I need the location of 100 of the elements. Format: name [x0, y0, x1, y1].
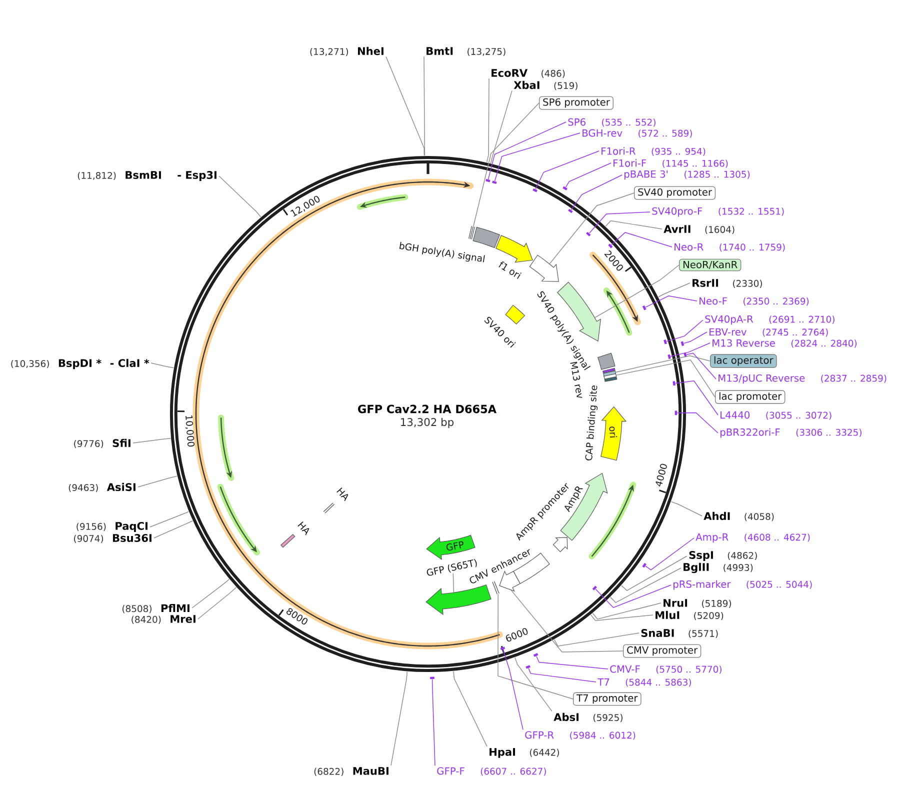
primer-range: (4608 .. 4627) — [744, 534, 810, 542]
leader-line — [486, 78, 490, 163]
enzyme-label: - ClaI * — [110, 358, 150, 368]
primer-mark — [664, 339, 667, 344]
feature-block — [529, 254, 559, 282]
primer-label: SP6 — [568, 118, 586, 126]
site-position: (9776) — [74, 440, 104, 448]
leader-line — [192, 578, 230, 608]
site-position: (5571) — [688, 630, 718, 638]
primer-label: EBV-rev — [710, 328, 746, 336]
feature-tag: lac operator — [710, 354, 777, 368]
enzyme-label: BglII — [684, 562, 709, 574]
primer-mark — [642, 562, 646, 568]
primer-label: Neo-F — [700, 297, 727, 305]
site-position: (8508) — [122, 605, 152, 614]
site-position: (10,356) — [11, 360, 49, 368]
feature-tag: SV40 promoter — [634, 186, 716, 200]
enzyme-label: AvrII — [664, 225, 690, 233]
primer-mark — [642, 305, 646, 310]
site-position: (5209) — [694, 612, 724, 620]
primer-label: pRS-marker — [674, 580, 731, 590]
feature-marker — [492, 581, 500, 594]
leader-line — [565, 162, 612, 188]
primer-range: (3055 .. 3072) — [766, 412, 832, 420]
leader-line — [218, 176, 262, 218]
enzyme-label: SspI — [689, 551, 713, 561]
primer-mark — [486, 178, 490, 182]
leader-line — [621, 556, 688, 591]
primer-mark — [500, 646, 506, 650]
primer-label: L4440 — [720, 411, 750, 419]
leader-line — [536, 656, 608, 670]
feature-label: f1 ori — [498, 262, 522, 279]
leader-line — [666, 320, 704, 342]
tick-label: 10,000 — [185, 415, 195, 447]
site-position: (9074) — [74, 534, 104, 544]
enzyme-label: PflMI — [161, 604, 190, 612]
leader-line — [150, 511, 190, 528]
site-position: (13,271) — [310, 48, 348, 56]
primer-mark — [430, 676, 434, 680]
leader-line — [590, 614, 654, 621]
primer-mark — [532, 188, 538, 192]
site-position: (1604) — [705, 226, 734, 234]
primer-mark — [608, 244, 613, 248]
site-position: (13,275) — [468, 48, 506, 56]
primer-label: pBABE 3' — [624, 170, 668, 180]
leader-line — [494, 132, 580, 182]
leader-line — [453, 670, 488, 747]
leader-line — [670, 501, 702, 516]
leader-line — [502, 649, 524, 730]
enzyme-label: EcoRV — [492, 69, 528, 77]
primer-range: (1740 .. 1759) — [720, 244, 785, 252]
leader-line — [605, 220, 662, 230]
leader-line — [588, 212, 650, 234]
site-position: (5925) — [593, 714, 622, 722]
leader-line — [554, 632, 640, 647]
primer-label: GFP-F — [437, 767, 464, 775]
site-position: (8420) — [132, 616, 161, 624]
site-position: (5189) — [702, 600, 732, 608]
primer-mark — [533, 653, 538, 657]
primer-range: (2350 .. 2369) — [744, 298, 809, 306]
primer-mark — [568, 208, 573, 214]
tick-label: 4000 — [656, 464, 667, 487]
leader-line — [670, 342, 710, 357]
primer-range: (2691 .. 2710) — [769, 316, 834, 324]
primer-mark — [562, 186, 568, 190]
site-position: (11,812) — [78, 172, 116, 180]
leader-line — [645, 296, 698, 308]
leader-line — [473, 102, 540, 226]
leader-line — [490, 90, 512, 164]
leader-line — [510, 589, 624, 652]
sequence-length: 13,302 bp — [401, 418, 454, 428]
feature-label: bGH poly(A) signal — [399, 242, 485, 262]
primer-range: (2837 .. 2859) — [821, 374, 886, 383]
enzyme-label: BspDI * — [58, 359, 102, 370]
enzyme-label: XbaI — [514, 80, 540, 90]
primer-range: (935 .. 954) — [652, 148, 706, 156]
primer-range: (2824 .. 2840) — [791, 340, 857, 348]
feature-tag: T7 promoter — [573, 692, 642, 706]
feature-marker — [468, 226, 476, 240]
leader-line — [452, 573, 454, 593]
primer-mark — [672, 381, 676, 386]
leader-line — [549, 192, 634, 264]
primer-label: Neo-R — [674, 243, 704, 251]
primer-range: (3306 .. 3325) — [796, 428, 862, 437]
primer-range: (1145 .. 1166) — [662, 160, 728, 168]
primer-mark — [526, 665, 530, 669]
enzyme-label: AbsI — [554, 712, 579, 722]
primer-range: (6607 .. 6627) — [480, 768, 546, 776]
leader-line — [615, 355, 710, 373]
feature-tag: lac promoter — [715, 390, 786, 404]
primer-label: CMV-F — [610, 665, 640, 673]
leader-line — [611, 232, 672, 248]
primer-label: F1ori-R — [602, 147, 636, 155]
site-position: (4058) — [744, 512, 774, 522]
enzyme-label: SfiI — [112, 438, 130, 448]
leader-line — [610, 568, 682, 603]
site-position: (519) — [554, 82, 578, 90]
leader-line — [386, 56, 425, 156]
feature-tag: SP6 promoter — [539, 96, 614, 110]
leader-line — [498, 594, 574, 700]
